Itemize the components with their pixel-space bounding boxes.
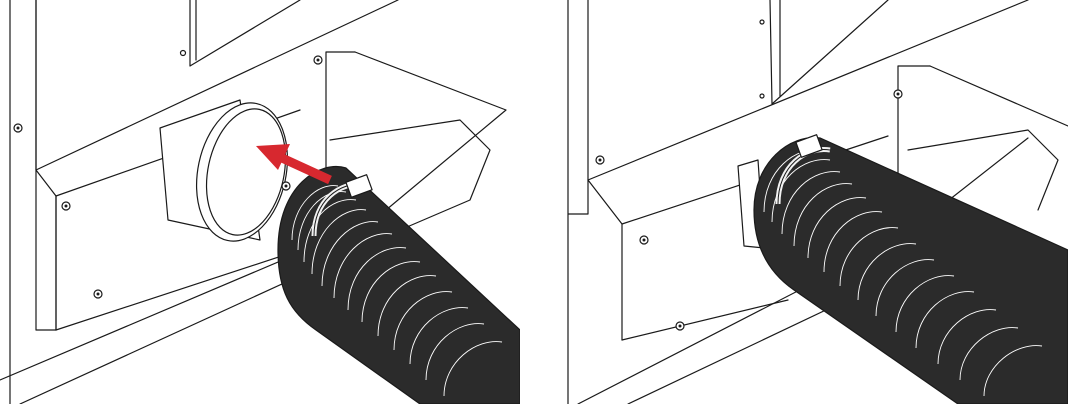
insert-direction-arrow bbox=[256, 144, 332, 185]
panel-hose-attached bbox=[558, 0, 1068, 404]
screw-icon bbox=[13, 123, 23, 133]
screw-icon bbox=[61, 201, 71, 211]
duct-collar-opening bbox=[195, 102, 289, 242]
duct-hose-insert-illustration bbox=[0, 0, 520, 404]
duct-shelf bbox=[329, 119, 491, 231]
screw-icon bbox=[759, 93, 765, 99]
screw-icon bbox=[675, 321, 685, 331]
access-door bbox=[769, 0, 889, 105]
screw-icon bbox=[313, 55, 323, 65]
clamp-screw-housing bbox=[795, 134, 823, 158]
cabinet-left-edge bbox=[9, 0, 57, 404]
clamp-screw-housing bbox=[345, 174, 373, 198]
floor-lines bbox=[577, 65, 1068, 404]
screw-icon bbox=[759, 19, 765, 25]
cabinet-base bbox=[55, 195, 301, 331]
duct-collar-inner-rim bbox=[205, 108, 287, 236]
screw-icon bbox=[179, 49, 187, 57]
duct-hose-attached-illustration bbox=[567, 0, 1068, 404]
duct-shelf bbox=[907, 129, 1059, 211]
access-door bbox=[189, 0, 301, 67]
screw-icon bbox=[893, 89, 903, 99]
floor-lines bbox=[0, 51, 507, 404]
screw-icon bbox=[639, 235, 649, 245]
cabinet-left-edge bbox=[567, 0, 589, 404]
screw-icon bbox=[281, 181, 291, 191]
cabinet-base bbox=[621, 299, 789, 341]
screw-icon bbox=[93, 289, 103, 299]
flex-hose bbox=[753, 134, 1068, 404]
panel-hose-insertion bbox=[0, 0, 520, 404]
screw-icon bbox=[595, 155, 605, 165]
flex-hose bbox=[277, 166, 520, 404]
